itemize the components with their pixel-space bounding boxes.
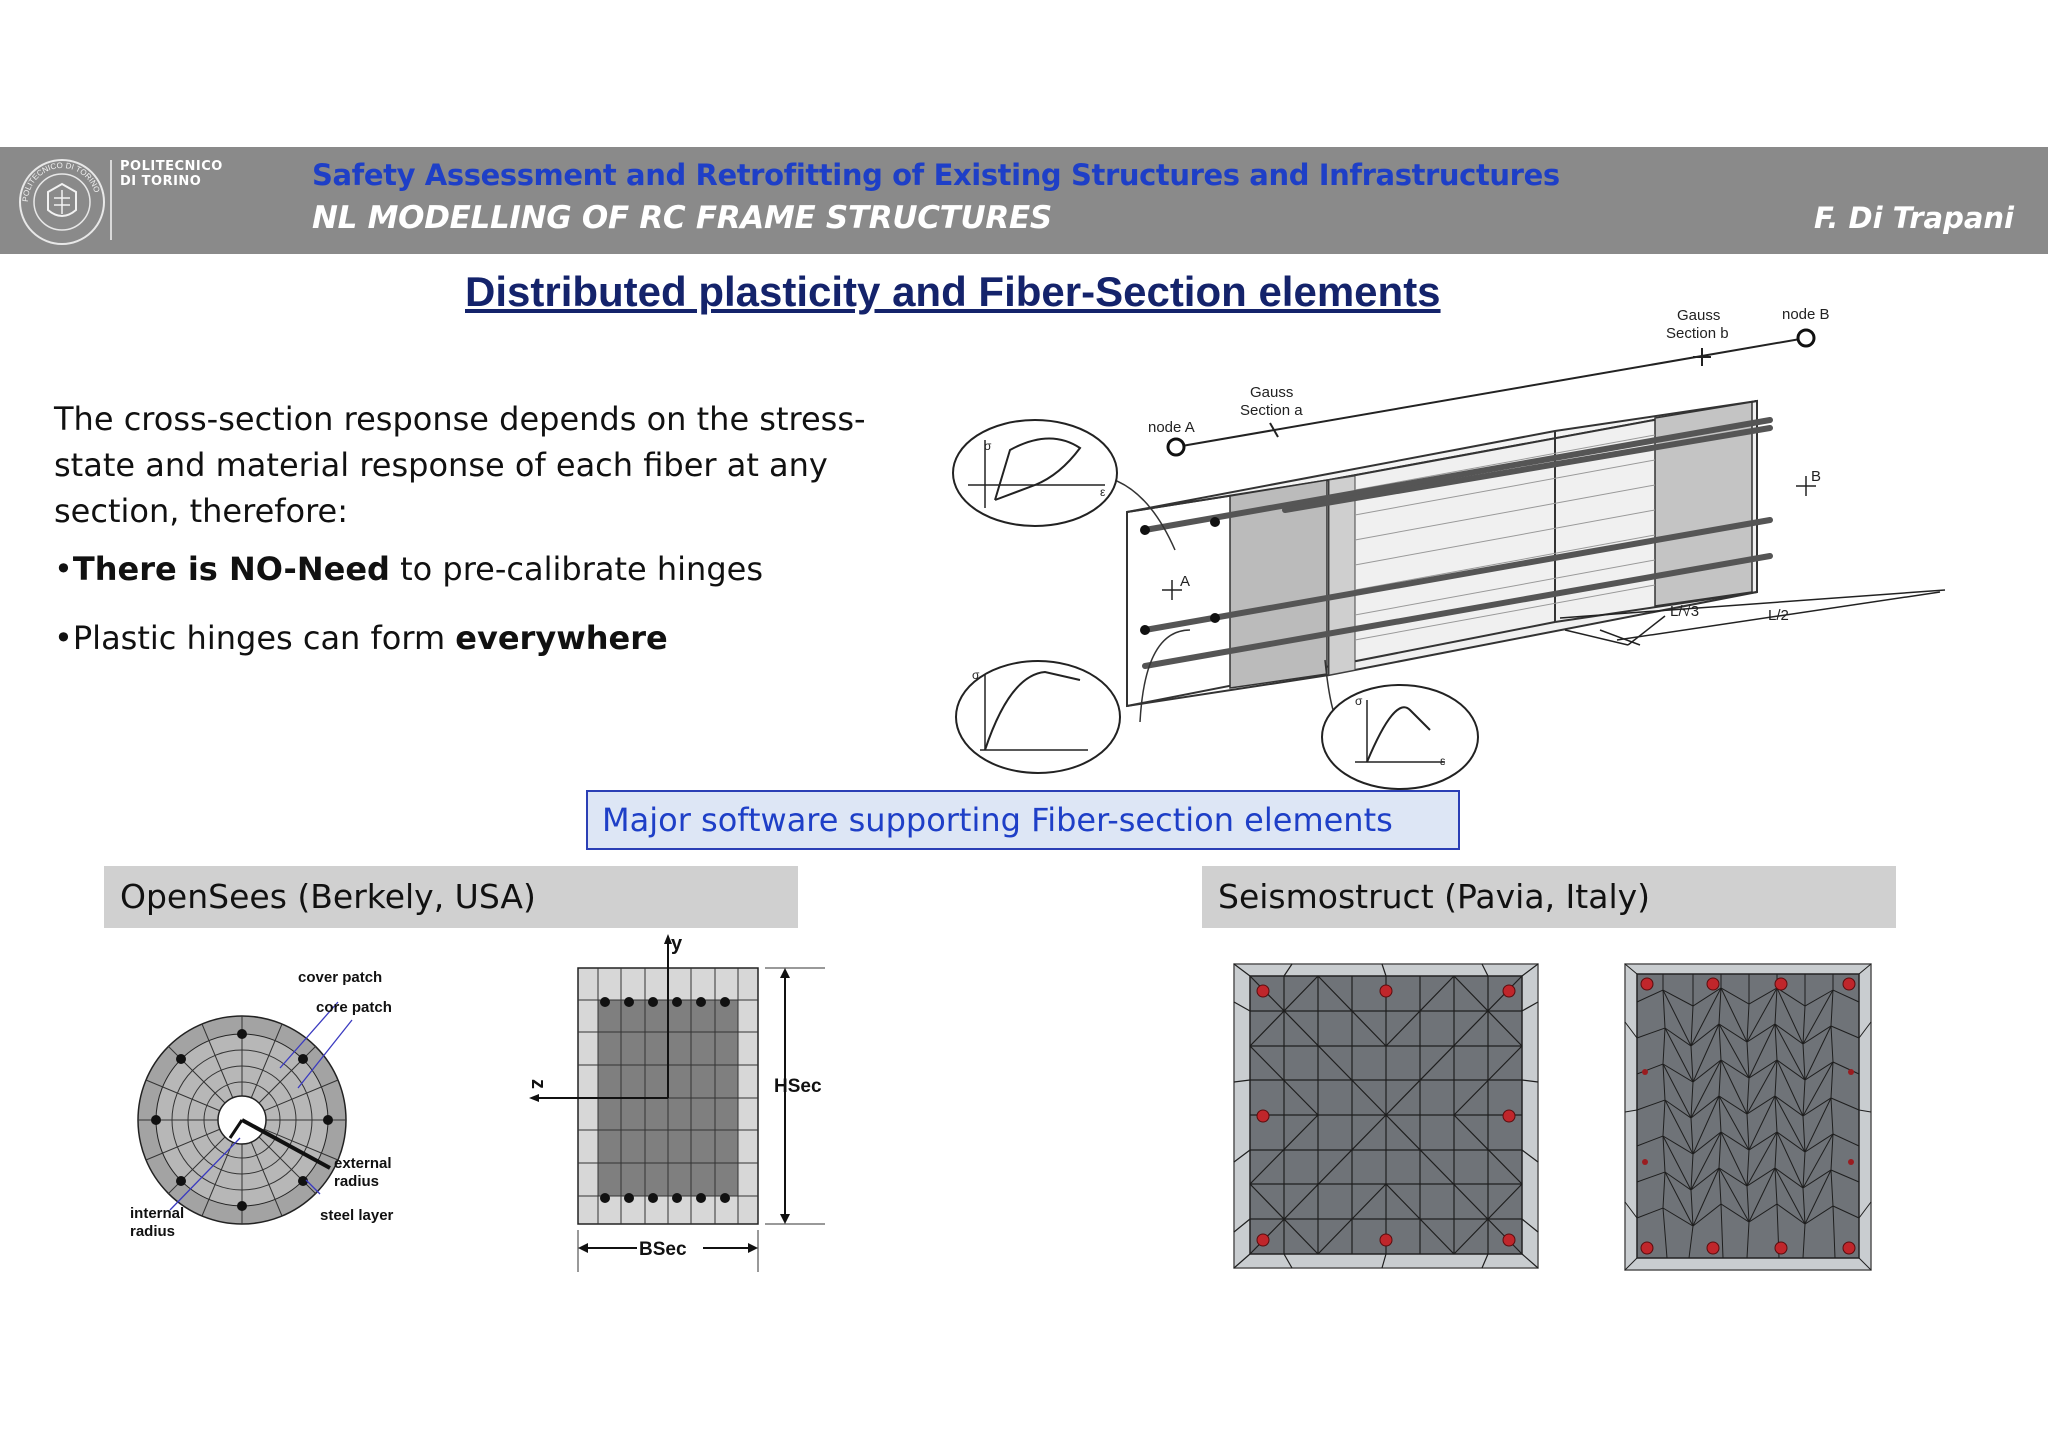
internal-radius-label-1: internal: [130, 1205, 184, 1222]
bullet-1-rest: to pre-calibrate hinges: [389, 550, 763, 588]
node-b-marker: [1796, 328, 1816, 348]
external-radius-label-1: external: [334, 1155, 392, 1172]
steel-epsilon: ε: [1440, 754, 1446, 768]
gauss-b-label-2: Section b: [1666, 325, 1729, 342]
bullet-2-bold: everywhere: [455, 619, 668, 657]
fiber-beam-diagram: node A Gauss Section a Gauss Section b n…: [952, 306, 1946, 790]
logo-divider: [110, 160, 112, 240]
bullet-no-need: •There is NO-Need to pre-calibrate hinge…: [54, 550, 763, 588]
dim-l-sqrt3: L/√3: [1670, 603, 1699, 620]
gauss-a-label-1: Gauss: [1250, 384, 1293, 401]
bullet-1-prefix: •: [54, 550, 73, 588]
steel-layer-label: steel layer: [320, 1207, 394, 1224]
author-name: F. Di Trapani: [1813, 201, 2014, 235]
node-a-marker: [1166, 437, 1186, 457]
logo-line-1: POLITECNICO: [120, 159, 223, 174]
section-title: NL MODELLING OF RC FRAME STRUCTURES: [312, 200, 1052, 236]
hysteresis-sigma: σ: [984, 439, 992, 453]
bullet-2-prefix: •Plastic hinges can form: [54, 619, 456, 657]
logo-text: POLITECNICO DI TORINO: [120, 159, 223, 189]
external-radius-label-2: radius: [334, 1173, 379, 1190]
cover-patch-label: cover patch: [298, 969, 382, 986]
gauss-b-label-1: Gauss: [1677, 307, 1720, 324]
y-axis-label: y: [671, 933, 683, 955]
circular-rebars: [151, 1029, 333, 1211]
coarse-mesh-rebars: [1256, 984, 1516, 1247]
concrete-sigma: σ: [972, 668, 980, 682]
bullet-1-bold: There is NO-Need: [72, 550, 390, 588]
height-label: HSec: [774, 1076, 822, 1097]
node-a-label: node A: [1148, 419, 1195, 436]
header-band: [0, 147, 2048, 254]
z-axis-label: z: [527, 1079, 549, 1089]
steel-sigma: σ: [1355, 694, 1363, 708]
seismostruct-mesh-coarse: [1233, 963, 1539, 1269]
hysteresis-loop-circle: σ ε: [952, 419, 1118, 527]
seismostruct-label: Seismostruct (Pavia, Italy): [1202, 866, 1896, 928]
slide-title: Distributed plasticity and Fiber-Section…: [465, 268, 1441, 315]
dim-l-half: L/2: [1768, 607, 1789, 624]
rect-rebars: [600, 997, 730, 1203]
dimension-lines: [1559, 589, 1946, 646]
internal-radius-label-2: radius: [130, 1223, 175, 1240]
core-patch-label: core patch: [316, 999, 392, 1016]
seismostruct-mesh-fine: [1624, 963, 1872, 1271]
longitudinal-fibers: [1354, 434, 1656, 641]
intro-paragraph: The cross-section response depends on th…: [54, 400, 866, 530]
university-seal-logo: POLITECNICO DI TORINO: [19, 159, 105, 245]
software-callout: Major software supporting Fiber-section …: [586, 790, 1460, 850]
fine-mesh-small-rebars: [1642, 1069, 1854, 1165]
bullet-everywhere: •Plastic hinges can form everywhere: [54, 619, 668, 657]
course-title: Safety Assessment and Retrofitting of Ex…: [312, 158, 1560, 192]
circular-fiber-section: cover patch core patch external radius s…: [130, 969, 394, 1240]
fine-mesh-rebars: [1640, 977, 1856, 1255]
steel-curve-circle: σ ε: [1321, 684, 1479, 790]
section-a-letter: A: [1180, 573, 1190, 590]
section-b-letter: B: [1811, 468, 1821, 485]
longitudinal-rebars: [1142, 417, 1773, 669]
fiber-section-b: [1654, 401, 1753, 607]
opensees-label: OpenSees (Berkely, USA): [104, 866, 798, 928]
hysteresis-epsilon: ε: [1100, 485, 1106, 499]
logo-line-2: DI TORINO: [120, 174, 202, 189]
width-label: BSec: [639, 1239, 687, 1260]
concrete-curve-circle: σ: [955, 660, 1121, 774]
rectangular-fiber-section: y z HSec BSec: [527, 933, 825, 1272]
node-b-label: node B: [1782, 306, 1830, 323]
gauss-a-label-2: Section a: [1240, 402, 1303, 419]
